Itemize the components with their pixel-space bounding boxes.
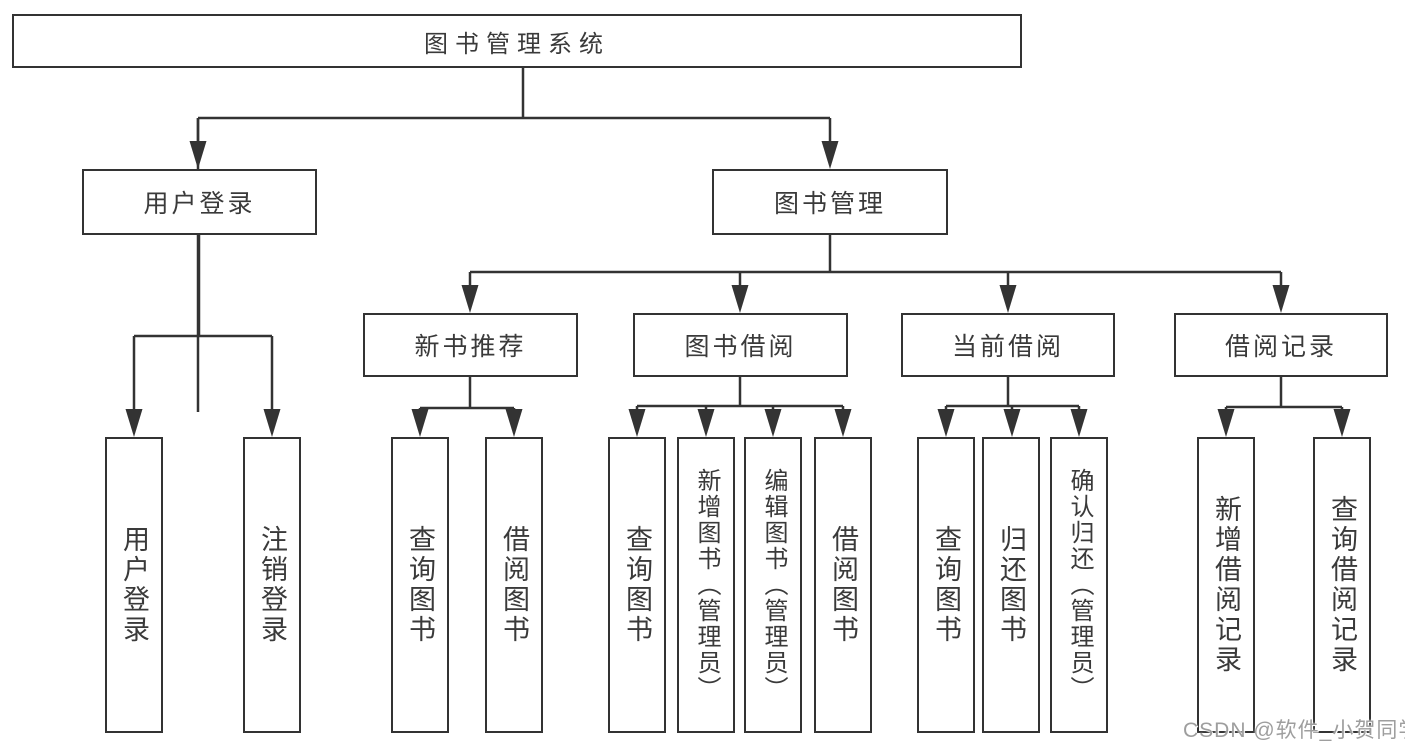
node-current-borrow: 当前借阅 — [901, 313, 1115, 377]
leaf-return-books: 归还图书 — [982, 437, 1040, 733]
csdn-watermark: CSDN @软件_小贺同学 — [1183, 719, 1405, 742]
leaf-confirm-return-admin: 确认归还（管理员） — [1050, 437, 1108, 733]
node-library-management-system: 图书管理系统 — [12, 14, 1022, 68]
leaf-newrec-query-books: 查询图书 — [391, 437, 449, 733]
leaf-edit-books-admin: 编辑图书（管理员） — [744, 437, 802, 733]
node-borrow-records: 借阅记录 — [1174, 313, 1388, 377]
leaf-borrow-books: 借阅图书 — [814, 437, 872, 733]
leaf-add-books-admin: 新增图书（管理员） — [677, 437, 735, 733]
leaf-current-query-books: 查询图书 — [917, 437, 975, 733]
leaf-query-borrow-record: 查询借阅记录 — [1313, 437, 1371, 733]
node-user-login: 用户登录 — [82, 169, 317, 235]
node-book-management: 图书管理 — [712, 169, 948, 235]
leaf-user-login: 用户登录 — [105, 437, 163, 733]
node-new-book-recommend: 新书推荐 — [363, 313, 578, 377]
leaf-add-borrow-record: 新增借阅记录 — [1197, 437, 1255, 733]
leaf-borrow-query-books: 查询图书 — [608, 437, 666, 733]
node-book-borrow: 图书借阅 — [633, 313, 848, 377]
leaf-logout: 注销登录 — [243, 437, 301, 733]
leaf-newrec-borrow-books: 借阅图书 — [485, 437, 543, 733]
